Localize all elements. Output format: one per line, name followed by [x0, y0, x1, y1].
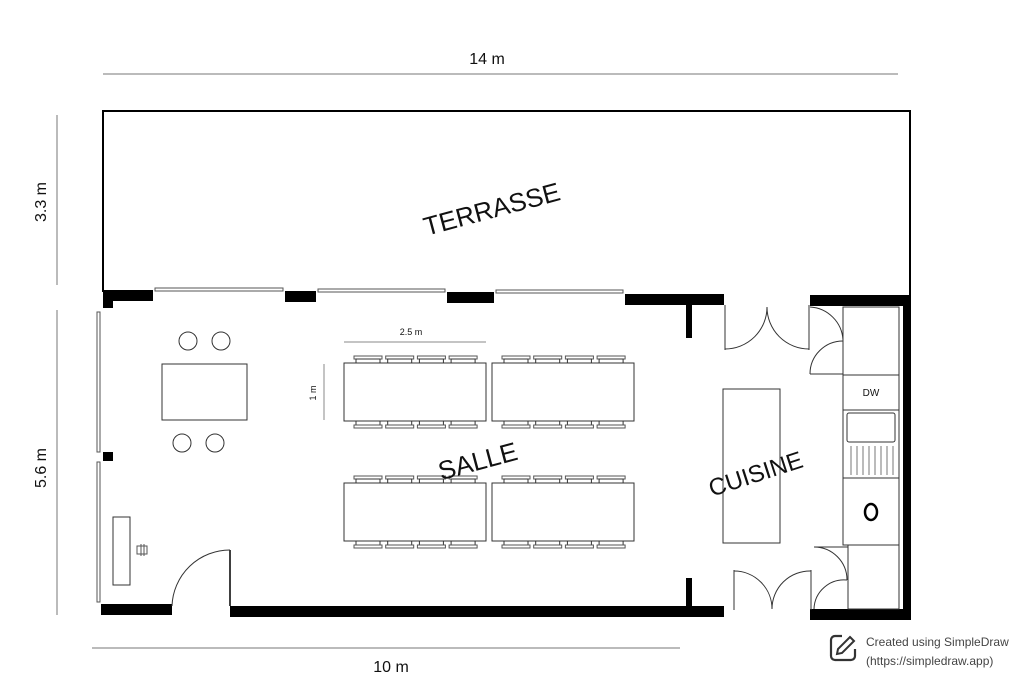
stool: [211, 331, 231, 351]
dimension-bottom-label: 10 m: [373, 659, 409, 676]
chair-seat: [355, 478, 381, 484]
window-left-lower: [96, 461, 101, 603]
kitchen-door-bottom[interactable]: [733, 570, 812, 610]
chair-seat: [535, 478, 561, 484]
right-wall: [903, 295, 911, 620]
chair: [533, 424, 563, 429]
chair-seat: [450, 420, 476, 426]
entrance-door[interactable]: [171, 549, 231, 607]
chair-seat: [387, 540, 413, 546]
chair-seat: [387, 420, 413, 426]
chair-seat: [598, 478, 624, 484]
dimension-left-lower-label: 5.6 m: [33, 448, 50, 488]
chair-seat: [387, 358, 413, 364]
chair-seat: [355, 420, 381, 426]
kitchen-island: [722, 388, 781, 544]
edit-pencil-icon: [829, 634, 857, 662]
chair-seat: [450, 478, 476, 484]
kitchen-door-top[interactable]: [724, 305, 810, 350]
chair: [416, 544, 446, 549]
chair-seat: [566, 540, 592, 546]
chair-seat: [450, 540, 476, 546]
windows-top: [154, 287, 624, 294]
chair: [533, 544, 563, 549]
dishwasher-label: DW: [863, 388, 880, 399]
chair-seat: [355, 540, 381, 546]
chair-seat: [535, 420, 561, 426]
stove: [842, 477, 900, 546]
room-label-terrace: TERRASSE: [420, 176, 563, 241]
stool: [178, 331, 198, 351]
pantry-door-top[interactable]: [809, 306, 844, 375]
chair-seat: [598, 540, 624, 546]
sink: [842, 409, 900, 479]
dining-table: [491, 482, 635, 542]
chair: [353, 544, 383, 549]
chair-seat: [535, 540, 561, 546]
chair: [448, 424, 478, 429]
chair-seat: [598, 358, 624, 364]
chair-seat: [535, 358, 561, 364]
chair: [501, 424, 531, 429]
credit-line-2: (https://simpledraw.app): [866, 654, 994, 668]
chair-seat: [418, 478, 444, 484]
chair-seat: [418, 540, 444, 546]
chair-seat: [566, 478, 592, 484]
top-wall: [103, 290, 911, 338]
chair: [448, 544, 478, 549]
chair-seat: [503, 478, 529, 484]
dimension-table-length-label: 2.5 m: [400, 327, 423, 337]
chair: [353, 424, 383, 429]
chair: [501, 544, 531, 549]
dimension-table-width-label: 1 m: [308, 385, 318, 400]
kitchen-cabinet-lower: [847, 544, 900, 610]
chair: [385, 424, 415, 429]
chair: [385, 544, 415, 549]
stool: [172, 433, 192, 453]
left-wall-pillar: [103, 452, 113, 461]
chair-seat: [503, 540, 529, 546]
terrace-outline: [102, 110, 911, 300]
chair-seat: [387, 478, 413, 484]
chair: [564, 544, 594, 549]
small-table: [161, 363, 248, 421]
pantry-door-bottom[interactable]: [813, 546, 848, 610]
chair-seat: [418, 358, 444, 364]
stool: [205, 433, 225, 453]
credit-line-1: Created using SimpleDraw: [866, 635, 1009, 649]
dining-tables: [343, 355, 635, 549]
kitchen-cabinet: [842, 306, 900, 376]
chair: [596, 424, 626, 429]
room-label-kitchen: CUISINE: [705, 447, 806, 503]
dining-table: [491, 362, 635, 422]
chair: [416, 424, 446, 429]
chair: [564, 424, 594, 429]
chair-seat: [503, 420, 529, 426]
chair-seat: [418, 420, 444, 426]
bottom-wall: [101, 578, 911, 620]
chair-seat: [450, 358, 476, 364]
dining-table: [343, 482, 487, 542]
dimension-top-label: 14 m: [469, 51, 505, 68]
credit: Created using SimpleDraw (https://simple…: [828, 633, 1009, 671]
desk: [112, 516, 131, 586]
chair-icon: [136, 544, 148, 556]
dimension-left-upper-label: 3.3 m: [33, 182, 50, 222]
chair: [596, 544, 626, 549]
chair-seat: [566, 420, 592, 426]
window-left-upper: [96, 311, 101, 453]
chair-seat: [355, 358, 381, 364]
chair-seat: [503, 358, 529, 364]
chair-seat: [598, 420, 624, 426]
chair-seat: [566, 358, 592, 364]
dining-table: [343, 362, 487, 422]
